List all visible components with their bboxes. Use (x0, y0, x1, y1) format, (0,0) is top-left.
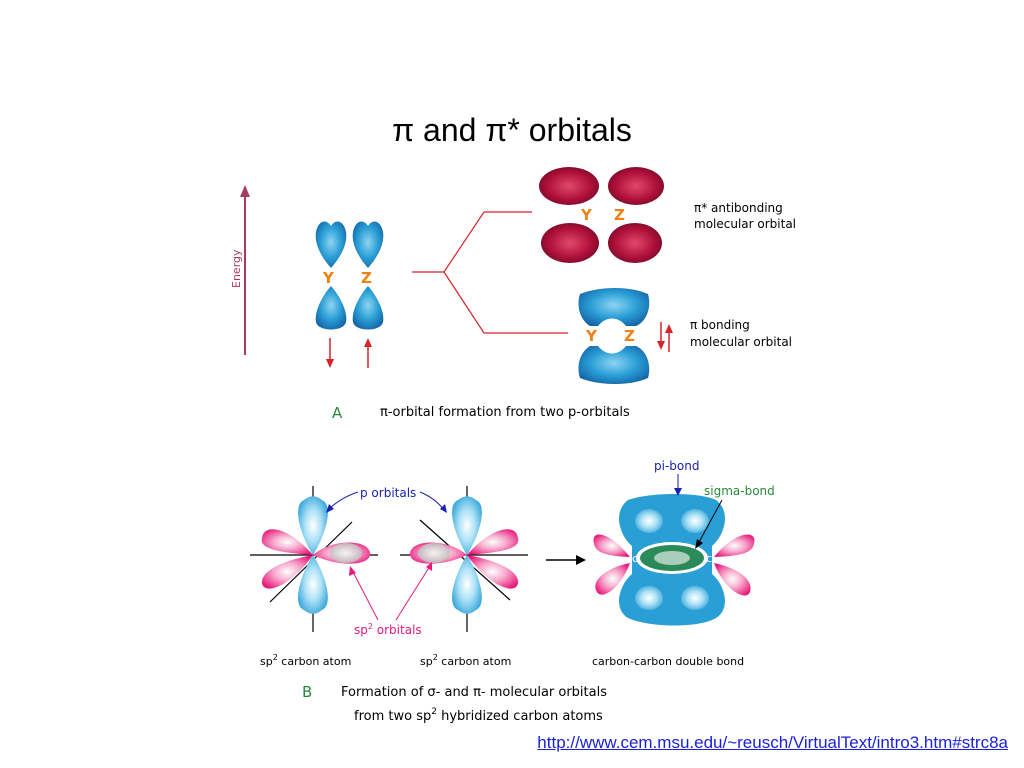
slide-title: π and π* orbitals (392, 112, 632, 148)
reaction-arrow (546, 555, 586, 565)
sp2-carbon-atom-left (250, 486, 378, 632)
panel-b-letter: B (302, 683, 312, 701)
sp2-carbon-atom-right (400, 486, 528, 632)
atom-label-left-suffix: carbon atom (278, 655, 352, 668)
sp2-orbitals-pointers (351, 565, 431, 621)
panel-a-letter: A (332, 404, 343, 422)
atom-label-left-sup: 2 (273, 653, 278, 662)
panel-a-caption: π-orbital formation from two p-orbitals (380, 405, 630, 420)
double-bond-label: carbon-carbon double bond (592, 655, 744, 668)
sp2-orbitals-label-prefix: sp (354, 623, 368, 637)
p-orbital-z (352, 221, 384, 330)
p-orbitals-label: p orbitals (360, 486, 416, 500)
bonding-orbital (578, 288, 650, 384)
p-orbital-y (315, 221, 347, 330)
panel-b-caption-line1: Formation of σ- and π- molecular orbital… (341, 685, 607, 700)
antibonding-y-letter: Y (580, 206, 593, 224)
atom-label-left-prefix: sp (260, 655, 273, 668)
sp2-orbitals-label-suffix: orbitals (373, 623, 422, 637)
bonding-y-letter: Y (585, 327, 598, 345)
sp2-orbitals-label: sp2 orbitals (354, 622, 422, 637)
y-letter: Y (322, 269, 335, 287)
atom-label-right: sp2 carbon atom (420, 653, 511, 668)
panel-b-caption-line2-prefix: from two sp (354, 709, 431, 724)
c-letter-right: c (706, 552, 712, 565)
pi-bond-pointer (674, 474, 682, 496)
bonding-z-letter: Z (624, 327, 635, 345)
sigma-bond-pointer (695, 499, 723, 549)
atom-label-left: sp2 carbon atom (260, 653, 351, 668)
panel-b-caption-line2-suffix: hybridized carbon atoms (437, 709, 603, 724)
c-letter-left: c (632, 552, 638, 565)
atom-label-right-sup: 2 (433, 653, 438, 662)
bonding-label-line1: π bonding (690, 318, 750, 332)
antibonding-z-letter: Z (614, 206, 625, 224)
bonding-label-line2: molecular orbital (690, 335, 792, 349)
atom-label-right-suffix: carbon atom (438, 655, 512, 668)
energy-label: Energy (230, 249, 243, 288)
bonding-spin-pair (657, 322, 673, 352)
z-letter: Z (361, 269, 372, 287)
atom-label-right-prefix: sp (420, 655, 433, 668)
pi-bond-label: pi-bond (654, 459, 699, 473)
antibonding-orbital (539, 167, 664, 263)
panel-a: Energy Y Z (230, 167, 796, 422)
spin-up-arrow (364, 338, 372, 368)
antibonding-label-line1: π* antibonding (694, 201, 783, 215)
carbon-carbon-double-bond (593, 494, 755, 626)
panel-b-caption-line2-sup: 2 (431, 707, 437, 717)
spin-down-arrow (326, 338, 334, 368)
panel-b: p orbitals sp2 orbitals (250, 459, 775, 724)
sigma-bond-label: sigma-bond (704, 484, 775, 498)
sp2-orbitals-label-sup: 2 (368, 622, 373, 631)
splitting-lines (412, 211, 568, 334)
source-link[interactable]: http://www.cem.msu.edu/~reusch/VirtualTe… (537, 733, 1008, 752)
panel-b-caption-line2: from two sp2 hybridized carbon atoms (354, 707, 603, 724)
antibonding-label-line2: molecular orbital (694, 217, 796, 231)
energy-axis: Energy (230, 185, 250, 355)
